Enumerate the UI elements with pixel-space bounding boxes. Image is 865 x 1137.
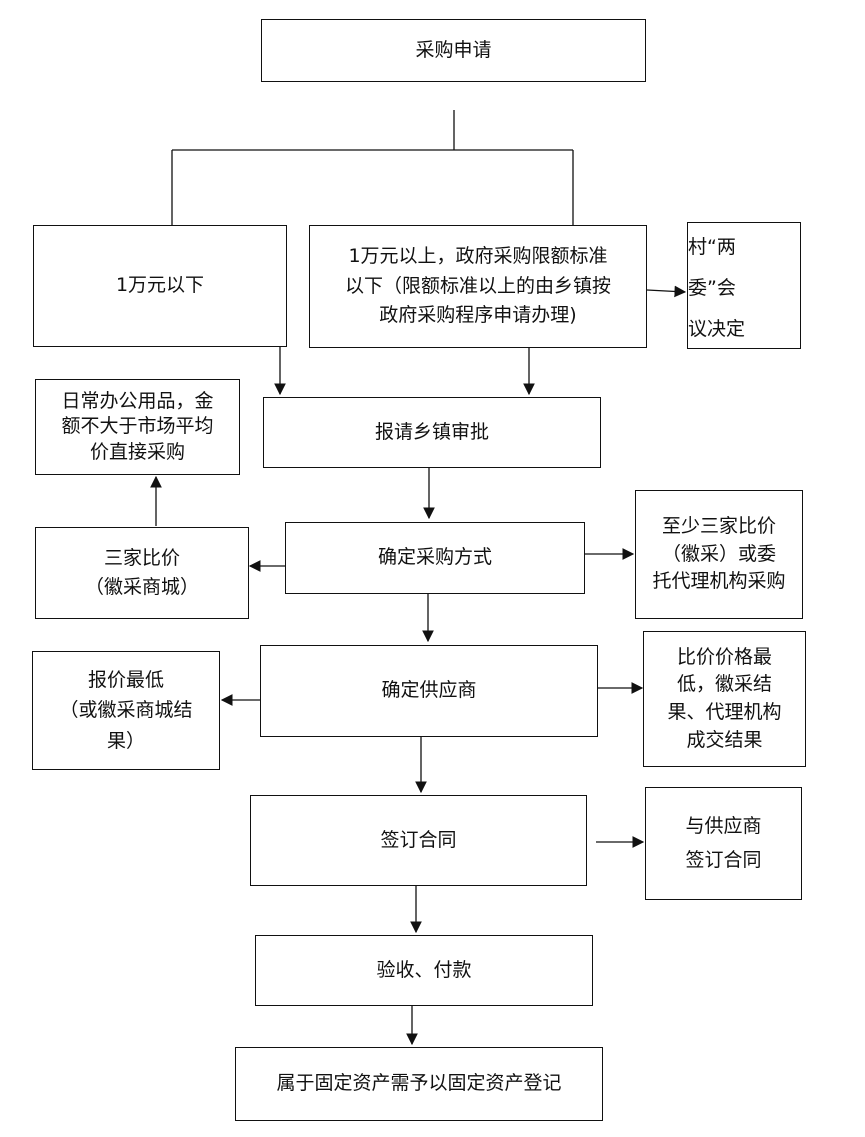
node-agency-line-2: （徽采）或委: [661, 542, 776, 565]
node-above-10k: 1万元以上，政府采购限额标准 以下（限额标准以上的由乡镇按 政府采购程序申请办理…: [309, 225, 647, 348]
node-agency-line-1: 至少三家比价: [661, 515, 776, 538]
node-village-line-3: 议决定: [688, 317, 746, 340]
node-lowest-result-line-4: 成交结果: [686, 728, 763, 751]
node-method: 确定采购方式: [285, 522, 585, 594]
node-supplier-label: 确定供应商: [381, 679, 477, 702]
node-daily-supplies-line-3: 价直接采购: [89, 440, 185, 463]
node-acceptance-label: 验收、付款: [376, 958, 472, 981]
arrow-to-village: [646, 285, 687, 298]
node-above-10k-line-2: 以下（限额标准以上的由乡镇按: [344, 274, 611, 297]
node-above-10k-line-1: 1万元以上，政府采购限额标准: [348, 245, 608, 268]
node-agency-line-3: 托代理机构采购: [652, 570, 786, 593]
node-sign-with-supplier-line-1: 与供应商: [685, 815, 762, 838]
node-above-10k-line-3: 政府采购程序申请办理): [379, 304, 577, 327]
node-sign-with-supplier: 与供应商 签订合同: [645, 787, 802, 900]
node-contract: 签订合同: [250, 795, 587, 886]
node-daily-supplies-line-2: 额不大于市场平均: [61, 415, 214, 438]
node-three-quotes-line-2: （徽采商城）: [84, 576, 199, 598]
node-three-quotes: 三家比价 （徽采商城）: [35, 527, 249, 619]
node-apply-label: 采购申请: [415, 38, 492, 61]
node-village-line-1: 村“两: [688, 236, 736, 259]
node-lowest-quote-line-2: （或徽采商城结: [59, 699, 193, 722]
node-three-quotes-line-1: 三家比价: [103, 546, 180, 569]
node-acceptance: 验收、付款: [255, 935, 593, 1006]
node-village-line-2: 委”会: [688, 277, 736, 300]
node-lowest-result: 比价价格最 低，徽采结 果、代理机构 成交结果: [643, 631, 806, 767]
node-contract-label: 签订合同: [380, 828, 457, 851]
node-register-label: 属于固定资产需予以固定资产登记: [276, 1072, 562, 1095]
node-town-approval-label: 报请乡镇审批: [374, 420, 489, 443]
node-supplier: 确定供应商: [260, 645, 598, 737]
node-daily-supplies: 日常办公用品，金 额不大于市场平均 价直接采购: [35, 379, 240, 475]
node-lowest-result-line-3: 果、代理机构: [667, 701, 782, 723]
node-lowest-quote-line-3: 果）: [106, 729, 145, 752]
node-below-10k: 1万元以下: [33, 225, 287, 347]
node-apply: 采购申请: [261, 19, 646, 82]
node-sign-with-supplier-line-2: 签订合同: [685, 848, 762, 871]
node-lowest-quote-line-1: 报价最低: [87, 668, 164, 691]
node-method-label: 确定采购方式: [377, 546, 492, 569]
node-daily-supplies-line-1: 日常办公用品，金: [61, 389, 214, 412]
node-lowest-result-line-1: 比价价格最: [676, 645, 772, 668]
node-below-10k-label: 1万元以下: [115, 274, 205, 297]
node-agency: 至少三家比价 （徽采）或委 托代理机构采购: [635, 490, 803, 619]
node-lowest-quote: 报价最低 （或徽采商城结 果）: [32, 651, 220, 770]
node-village: 村“两 委”会 议决定: [687, 222, 801, 349]
node-register: 属于固定资产需予以固定资产登记: [235, 1047, 603, 1121]
node-lowest-result-line-2: 低，徽采结: [676, 673, 772, 696]
node-town-approval: 报请乡镇审批: [263, 397, 601, 468]
